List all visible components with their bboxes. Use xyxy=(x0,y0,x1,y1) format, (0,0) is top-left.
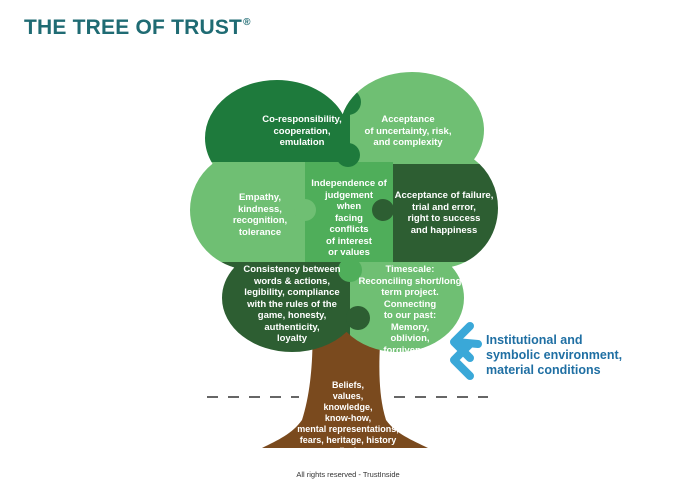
knob-top-lower xyxy=(336,143,360,167)
piece-text-bottom-right: Timescale: Reconciling short/long term p… xyxy=(358,264,462,356)
piece-text-mid-left: Empathy, kindness, recognition, toleranc… xyxy=(232,192,288,238)
piece-text-top-right: Acceptance of uncertainty, risk, and com… xyxy=(364,114,452,148)
knob-lower-center xyxy=(338,258,362,282)
knob-left-middle xyxy=(294,199,316,221)
registered-mark: ® xyxy=(243,17,251,28)
page-title: THE TREE OF TRUST® xyxy=(24,16,251,40)
piece-text-top-left: Co-responsibility, cooperation, emulatio… xyxy=(262,114,342,148)
knob-top-center xyxy=(335,89,361,115)
trunk-text: Beliefs, values, knowledge, know-how, me… xyxy=(297,380,399,456)
trunk-shape xyxy=(262,320,428,448)
piece-mid-left xyxy=(190,162,305,262)
title-text: THE TREE OF TRUST xyxy=(24,16,243,39)
piece-text-center: Independence of judgement when facing co… xyxy=(311,178,387,258)
copyright-footer: All rights reserved - TrustInside xyxy=(296,470,400,479)
piece-mid-right xyxy=(393,164,498,262)
piece-text-mid-right: Acceptance of failure, trial and error, … xyxy=(394,190,494,236)
knob-bottom-center xyxy=(346,306,370,330)
environment-label: Institutional and symbolic environment, … xyxy=(486,333,623,377)
knob-right-middle xyxy=(372,199,394,221)
double-arrow-icon xyxy=(450,322,482,380)
piece-text-bottom-left: Consistency between words & actions, leg… xyxy=(243,264,341,344)
